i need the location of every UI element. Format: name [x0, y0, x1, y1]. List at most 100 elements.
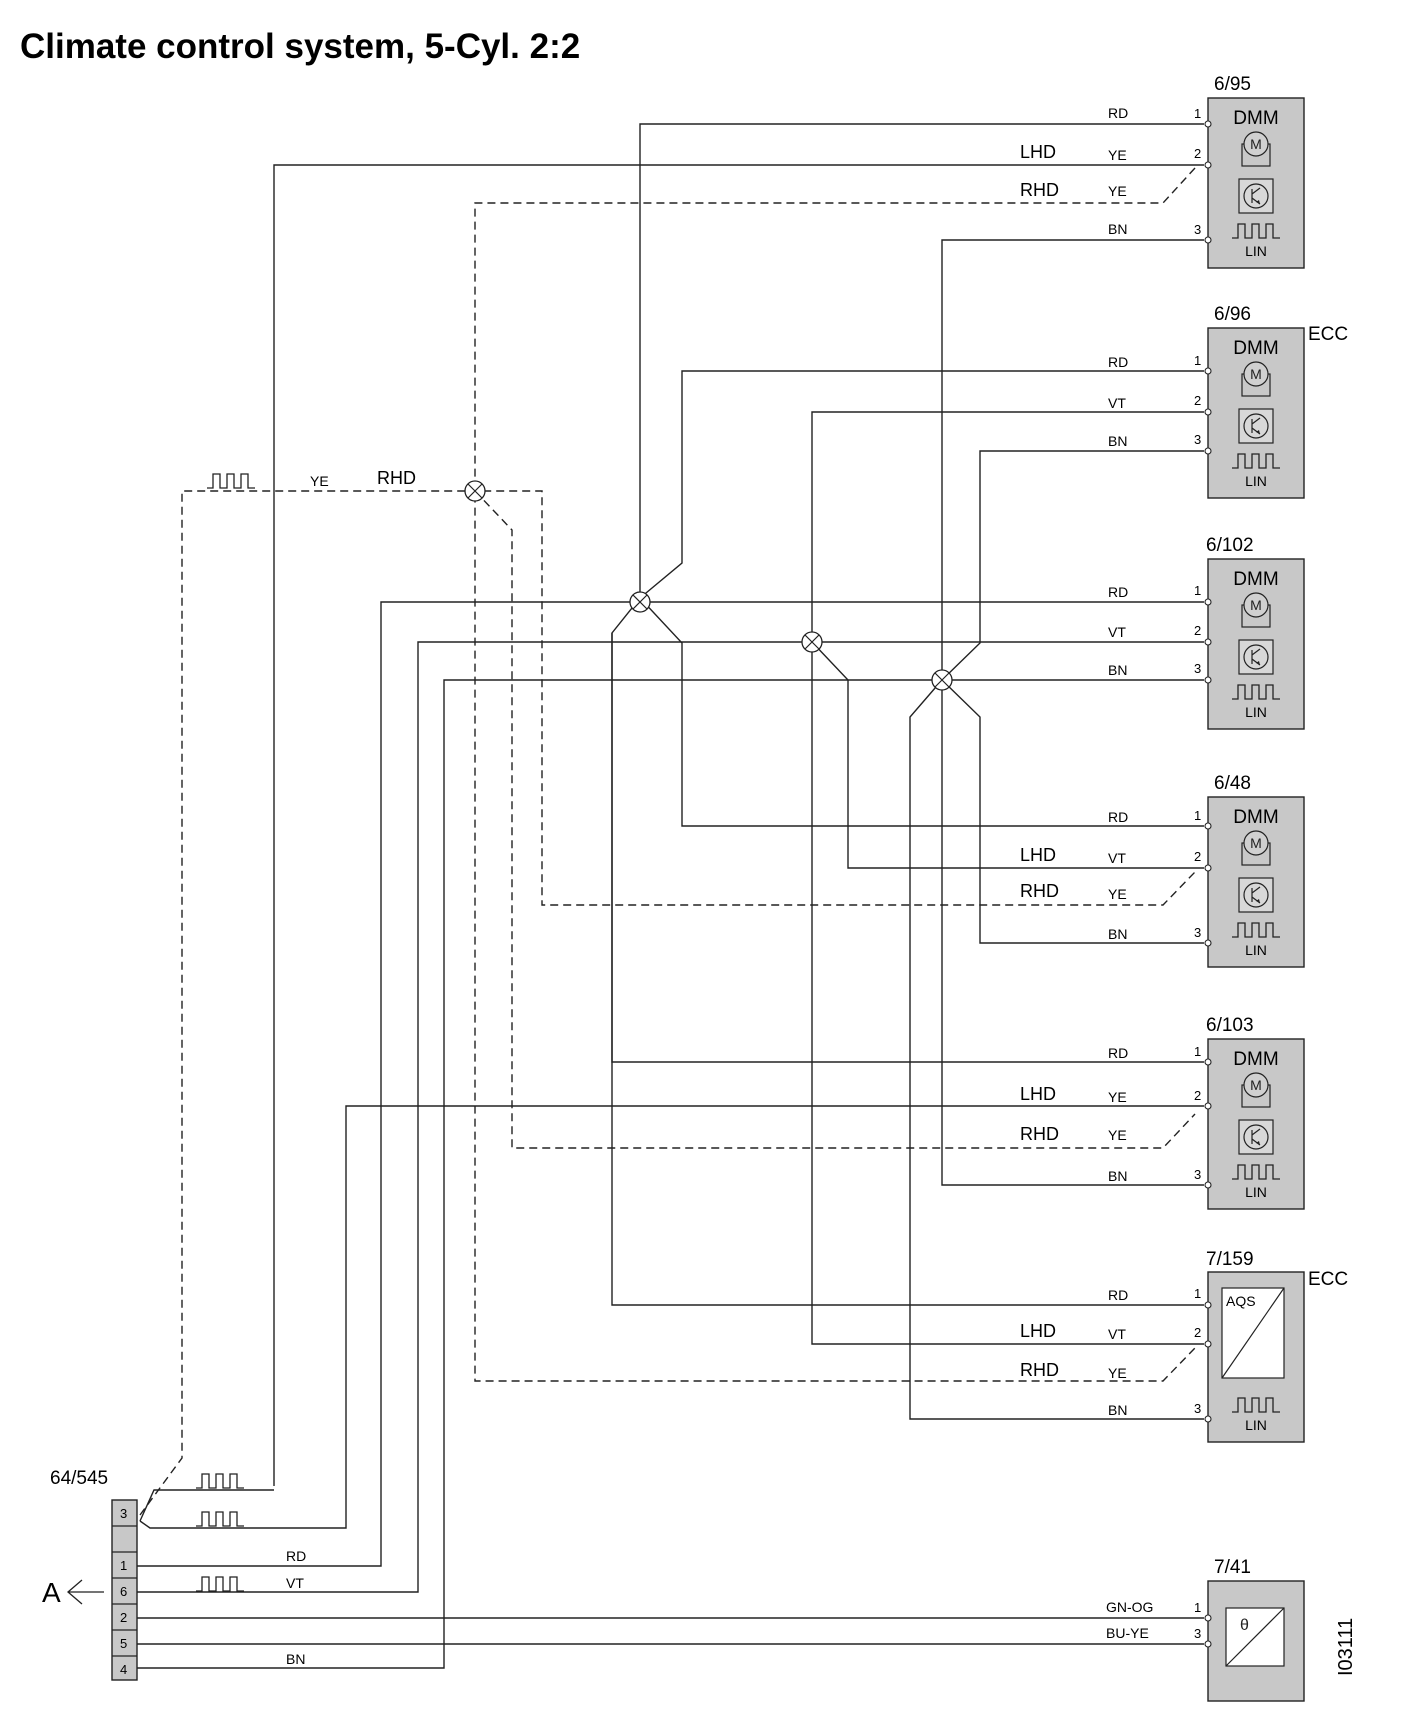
- wire-696-rd: [639, 370, 1204, 827]
- component-type: DMM: [1233, 338, 1278, 359]
- pin-number: 3: [1194, 1626, 1201, 1641]
- component-type: AQS: [1226, 1293, 1256, 1309]
- wire-color-label: VT: [1108, 1326, 1126, 1342]
- component-sublabel: LIN: [1245, 1184, 1267, 1200]
- pin-terminal: [1204, 1058, 1212, 1066]
- component-sublabel: LIN: [1245, 243, 1267, 259]
- drive-label: RHD: [1020, 180, 1059, 200]
- pin-number: 1: [1194, 1044, 1201, 1059]
- component-6-103[interactable]: 6/103 DMM LIN 1 RD 2 YE LHD YE RHD 3 BN: [1020, 1015, 1305, 1210]
- pin-number: 1: [1194, 1600, 1201, 1615]
- pin-terminal: [1204, 161, 1212, 169]
- wire-6103-ye-lhd: [139, 1105, 1204, 1529]
- pin-number: 2: [1194, 623, 1201, 638]
- wire-left-rhd: [139, 490, 1196, 1516]
- crossover-icon: [629, 591, 651, 613]
- pin-terminal: [1204, 1614, 1212, 1622]
- component-extra-label: ECC: [1308, 324, 1348, 345]
- component-id: 6/48: [1214, 773, 1251, 794]
- pin-number: 1: [1194, 106, 1201, 121]
- reference-code: I03111: [1335, 1618, 1357, 1676]
- component-id: 7/41: [1214, 1557, 1251, 1578]
- component-extra-label: ECC: [1308, 1269, 1348, 1290]
- component-6-96[interactable]: 6/96 ECC DMM LIN 1 RD 2 VT 3 BN: [1108, 304, 1348, 499]
- pin-number: 1: [1194, 1286, 1201, 1301]
- component-id: 6/95: [1214, 74, 1251, 95]
- wire-conn3-lhd: [139, 1489, 274, 1522]
- pin-terminal: [1204, 1415, 1212, 1423]
- connector-pin: 2: [120, 1610, 127, 1625]
- wire-color-label: BN: [1108, 1402, 1127, 1418]
- pin-number: 3: [1194, 1167, 1201, 1182]
- pin-number: 3: [1194, 1401, 1201, 1416]
- wire-696-vt: [811, 411, 1204, 1345]
- pin-number: 2: [1194, 849, 1201, 864]
- transistor-icon: [1238, 639, 1274, 675]
- pulse-signal-icon: [195, 1473, 245, 1489]
- component-id: 6/96: [1214, 304, 1251, 325]
- connector-64-545[interactable]: 64/545 3 1 6 2 5 4 RD VT BN: [50, 1468, 306, 1681]
- drive-label: LHD: [1020, 142, 1056, 162]
- component-6-95[interactable]: 6/95 DMM LIN 1 RD 2 YE LHD YE RHD 3 BN: [1020, 74, 1305, 269]
- wire-color-label: BN: [1108, 662, 1127, 678]
- drive-label: RHD: [1020, 881, 1059, 901]
- drive-label: RHD: [1020, 1360, 1059, 1380]
- pin-terminal: [1204, 676, 1212, 684]
- pulse-signal-icon: [195, 1511, 245, 1527]
- component-type: DMM: [1233, 569, 1278, 590]
- pin-terminal: [1204, 408, 1212, 416]
- pin-number: 3: [1194, 222, 1201, 237]
- pin-terminal: [1204, 1301, 1212, 1309]
- pulse-signal-icon: [206, 473, 256, 489]
- wire-6102-bn: [137, 679, 1204, 1669]
- pin-number: 3: [1194, 432, 1201, 447]
- wire-color-label: YE: [1108, 1127, 1127, 1143]
- wire-rhd-branch: [474, 490, 1196, 1149]
- wire-color-label: BN: [1108, 926, 1127, 942]
- page-title: Climate control system, 5-Cyl. 2:2: [20, 27, 580, 66]
- drive-label: RHD: [1020, 1124, 1059, 1144]
- component-6-102[interactable]: 6/102 DMM LIN 1 RD 2 VT 3 BN: [1108, 535, 1305, 730]
- pin-number: 2: [1194, 1088, 1201, 1103]
- crossover-layer: [464, 480, 953, 691]
- crossover-icon: [464, 480, 486, 502]
- component-type: DMM: [1233, 1049, 1278, 1070]
- wire-color-label: RD: [1108, 584, 1128, 600]
- connector-id: 64/545: [50, 1468, 108, 1489]
- pin-terminal: [1204, 1640, 1212, 1648]
- wire-695-bn: [941, 239, 1204, 1186]
- left-signal-color: YE: [310, 473, 329, 489]
- pin-terminal: [1204, 864, 1212, 872]
- connector-pin: 6: [120, 1584, 127, 1599]
- arrow-label: A: [42, 1577, 61, 1608]
- pin-terminal: [1204, 822, 1212, 830]
- transistor-icon: [1238, 1119, 1274, 1155]
- pin-terminal: [1204, 1181, 1212, 1189]
- drive-label: LHD: [1020, 1321, 1056, 1341]
- wire-color-label: RD: [1108, 809, 1128, 825]
- transistor-icon: [1238, 408, 1274, 444]
- component-7-159[interactable]: 7/159 ECC AQS LIN 1 RD 2 VT LHD YE RHD 3…: [1020, 1249, 1348, 1443]
- wire-color-label: BN: [1108, 1168, 1127, 1184]
- wire-color-label: RD: [286, 1548, 306, 1564]
- component-6-48[interactable]: 6/48 DMM LIN 1 RD 2 VT LHD YE RHD 3 BN: [1020, 773, 1305, 968]
- wire-color-label: RD: [1108, 1287, 1128, 1303]
- pin-terminal: [1204, 598, 1212, 606]
- wire-color-label: VT: [1108, 395, 1126, 411]
- component-type: DMM: [1233, 108, 1278, 129]
- component-7-41[interactable]: 7/41 θ 1 GN-OG 3 BU-YE: [1106, 1557, 1305, 1702]
- pin-terminal: [1204, 939, 1212, 947]
- transistor-icon: [1238, 877, 1274, 913]
- wire-color-label: GN-OG: [1106, 1599, 1153, 1615]
- wire-color-label: RD: [1108, 354, 1128, 370]
- component-type: θ: [1240, 1617, 1249, 1634]
- pin-number: 3: [1194, 925, 1201, 940]
- component-id: 6/103: [1206, 1015, 1254, 1036]
- wire-color-label: VT: [1108, 850, 1126, 866]
- wire-6102-rd: [137, 601, 1204, 1567]
- wire-color-label: YE: [1108, 1365, 1127, 1381]
- pin-terminal: [1204, 120, 1212, 128]
- pin-terminal: [1204, 236, 1212, 244]
- component-id: 6/102: [1206, 535, 1254, 556]
